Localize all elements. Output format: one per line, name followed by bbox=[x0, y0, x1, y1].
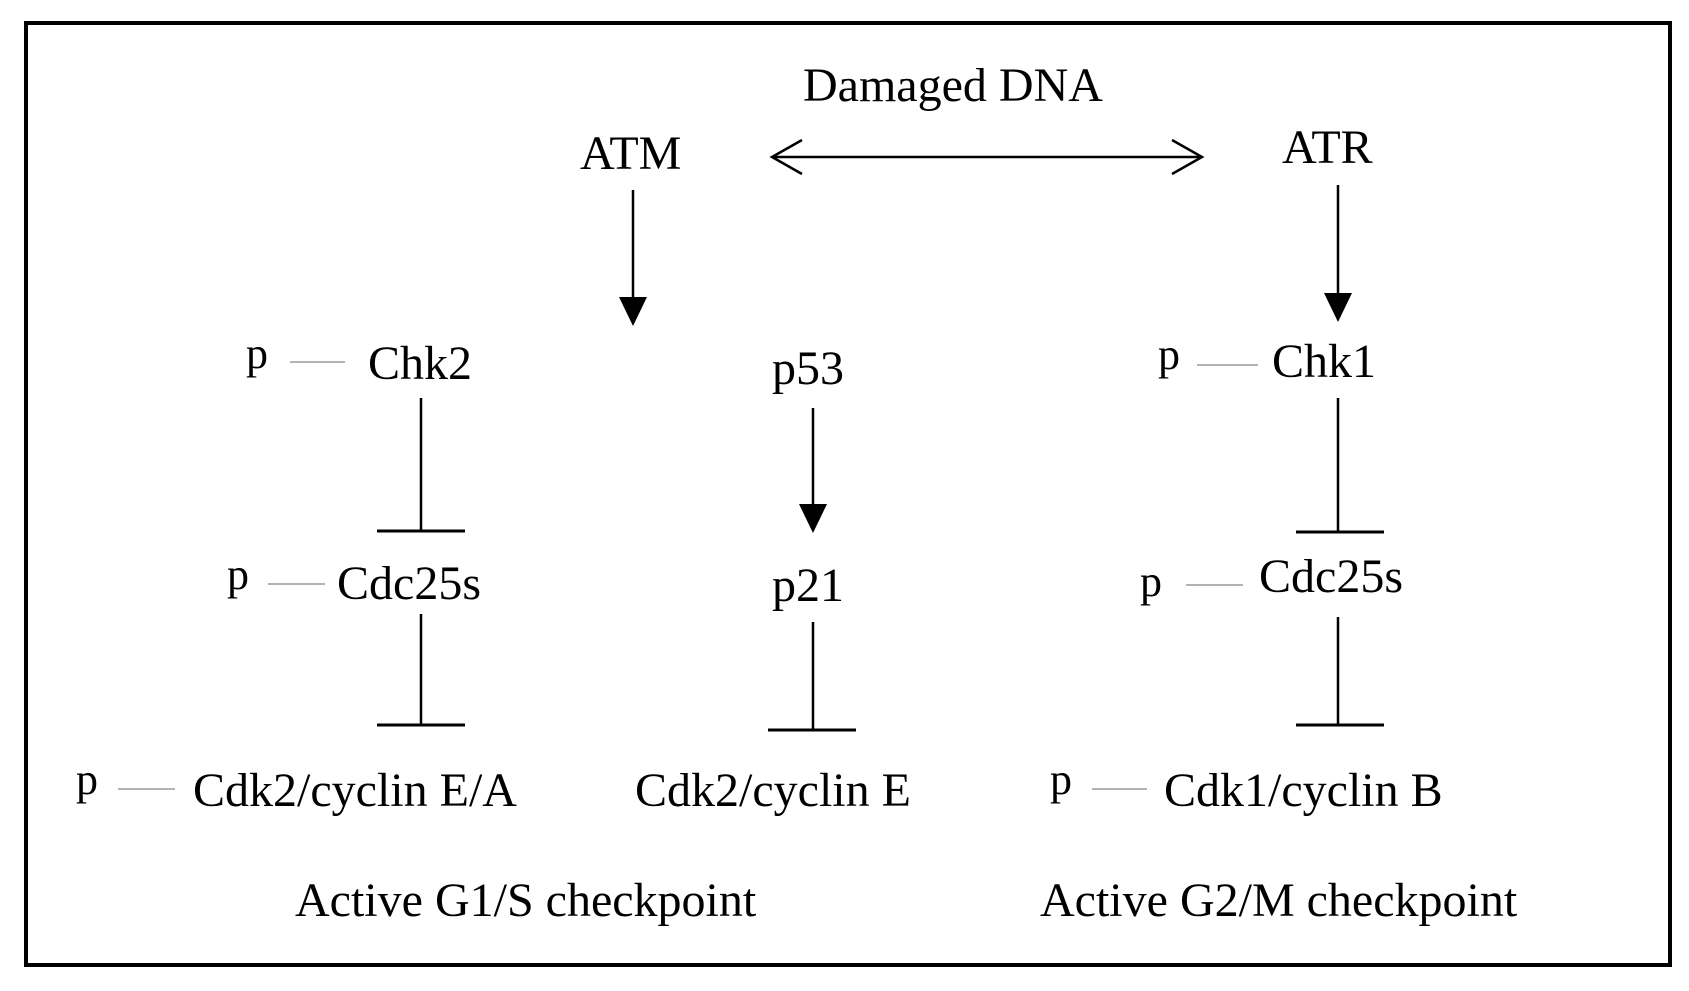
atr-activation-arrow bbox=[1324, 185, 1352, 322]
chk1-node: Chk1 bbox=[1272, 335, 1377, 388]
p21-node: p21 bbox=[772, 559, 844, 612]
phospho-label-cdc25s-right: p bbox=[1140, 557, 1162, 606]
atm-activation-arrow bbox=[619, 190, 647, 326]
cdk2-cyclin-e-node: Cdk2/cyclin E bbox=[635, 764, 911, 817]
p21-inhibits-cdk2-cyclin-e bbox=[768, 622, 856, 732]
chk2-inhibits-cdc25s bbox=[377, 398, 465, 533]
damaged-dna-label: Damaged DNA bbox=[803, 59, 1103, 112]
phospho-label-cdk1-cyclin-b: p bbox=[1050, 755, 1072, 804]
cdc25s-inhibits-cdk1-cyclin-b bbox=[1296, 617, 1384, 727]
cdk2-cyclin-ea-node: Cdk2/cyclin E/A bbox=[193, 764, 517, 817]
phospho-label-cdk2-cyclin-ea: p bbox=[76, 755, 98, 804]
phospho-bonds bbox=[118, 361, 1258, 790]
cdc25s-right-node: Cdc25s bbox=[1259, 550, 1403, 603]
g2m-checkpoint-label: Active G2/M checkpoint bbox=[1040, 874, 1518, 927]
phospho-label-chk2: p bbox=[246, 329, 268, 378]
diagram-frame bbox=[24, 21, 1672, 967]
cdc25s-inhibits-cdk2-cyclin-ea bbox=[377, 614, 465, 727]
chk2-node: Chk2 bbox=[368, 337, 473, 390]
atm-atr-double-arrow bbox=[769, 138, 1205, 176]
atm-node: ATM bbox=[580, 127, 682, 180]
phospho-label-chk1: p bbox=[1158, 330, 1180, 379]
cdk1-cyclin-b-node: Cdk1/cyclin B bbox=[1164, 764, 1443, 817]
atr-node: ATR bbox=[1282, 121, 1373, 174]
p53-node: p53 bbox=[772, 342, 844, 395]
p53-p21-arrow bbox=[799, 408, 827, 533]
chk1-inhibits-cdc25s bbox=[1296, 398, 1384, 534]
g1s-checkpoint-label: Active G1/S checkpoint bbox=[295, 874, 757, 927]
phospho-label-cdc25s-left: p bbox=[227, 550, 249, 599]
cdc25s-left-node: Cdc25s bbox=[337, 557, 481, 610]
